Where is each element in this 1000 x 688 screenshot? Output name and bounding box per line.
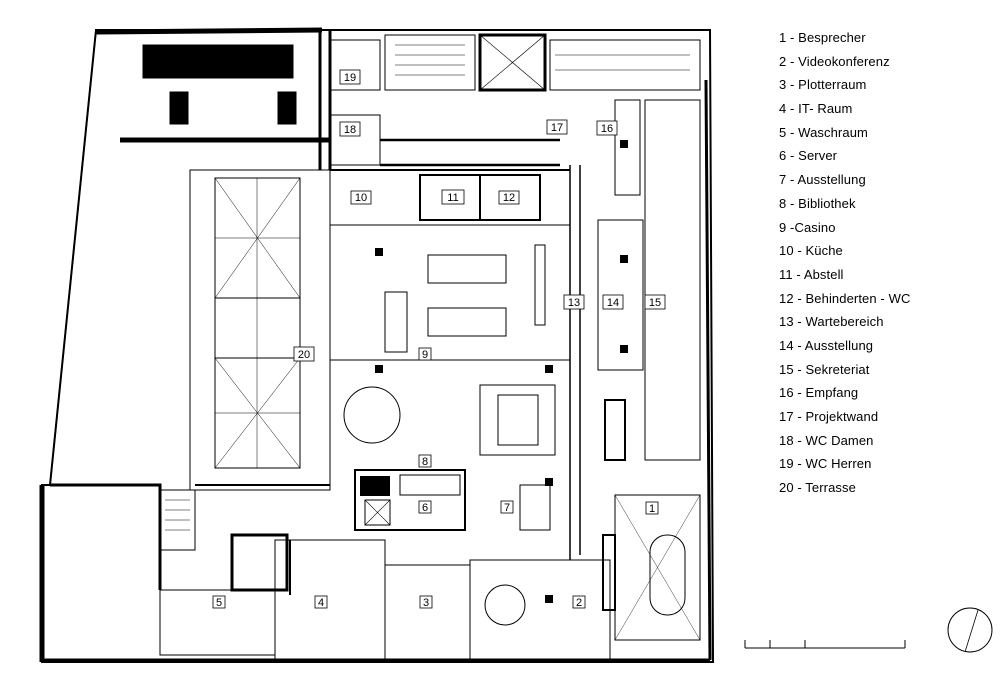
legend-item: 7 - Ausstellung (779, 172, 866, 188)
terrace-area (189, 169, 331, 491)
legend-item: 12 - Behinderten - WC (779, 290, 911, 306)
room-number: 20 (298, 349, 310, 361)
room-number: 1 (649, 503, 655, 515)
legend-item: 2 - Videokonferenz (779, 53, 890, 69)
elevator-top (478, 33, 547, 92)
legend-item: 3 - Plotterraum (779, 77, 867, 93)
room-number: 16 (601, 123, 613, 135)
room-number: 9 (422, 349, 428, 361)
videokonferenz (469, 559, 611, 661)
legend-item: 8 - Bibliothek (779, 195, 856, 211)
room-number: 4 (318, 597, 324, 609)
room-number: 5 (216, 597, 222, 609)
legend-item: 13 - Wartebereich (779, 314, 884, 330)
room-number: 3 (423, 597, 429, 609)
wc-herren (329, 39, 381, 91)
legend-item: 16 - Empfang (779, 385, 859, 401)
legend-item: 18 - WC Damen (779, 432, 874, 448)
legend-item: 15 - Sekreteriat (779, 361, 870, 377)
room-number: 13 (568, 297, 580, 309)
legend-item: 11 - Abstell (779, 266, 844, 282)
north-arrow (947, 607, 993, 653)
room-number: 19 (344, 72, 356, 84)
room-number: 7 (504, 502, 510, 514)
casino-area (329, 224, 571, 361)
legend-item: 4 - IT- Raum (779, 101, 853, 117)
library-block (354, 469, 466, 531)
round-seating (343, 386, 401, 444)
legend-item: 10 - Küche (779, 243, 843, 259)
left-facade-diagonal (49, 29, 97, 486)
legend-item: 9 -Casino (779, 219, 836, 235)
planter-block (142, 44, 294, 79)
legend-item: 5 - Waschraum (779, 124, 868, 140)
legend-item: 17 - Projektwand (779, 409, 879, 424)
room-number: 18 (344, 124, 356, 136)
room-number: 2 (576, 597, 582, 609)
stair-top (384, 34, 476, 91)
waschraum (159, 589, 276, 656)
scale-bar (744, 640, 906, 649)
legend-item: 19 - WC Herren (779, 456, 872, 472)
room-number: 17 (551, 122, 563, 134)
it-raum (274, 539, 386, 661)
legend-item: 14 - Ausstellung (779, 337, 874, 353)
legend-item: 1 - Besprecher (779, 30, 866, 45)
legend-item: 6 - Server (779, 148, 838, 164)
top-wall-thick (95, 27, 323, 35)
plotterraum (384, 564, 471, 661)
room-number: 10 (355, 192, 367, 204)
room-legend: 1 - Besprecher 2 - Videokonferenz 3 - Pl… (779, 26, 994, 500)
room-number: 12 (503, 192, 515, 204)
room-number: 14 (607, 297, 619, 309)
room-number: 8 (422, 456, 428, 468)
right-facade (704, 79, 712, 661)
legend-item: 20 - Terrasse (779, 480, 856, 496)
room-number: 11 (447, 192, 458, 204)
room-number: 6 (422, 502, 428, 514)
room-number: 15 (649, 297, 661, 309)
